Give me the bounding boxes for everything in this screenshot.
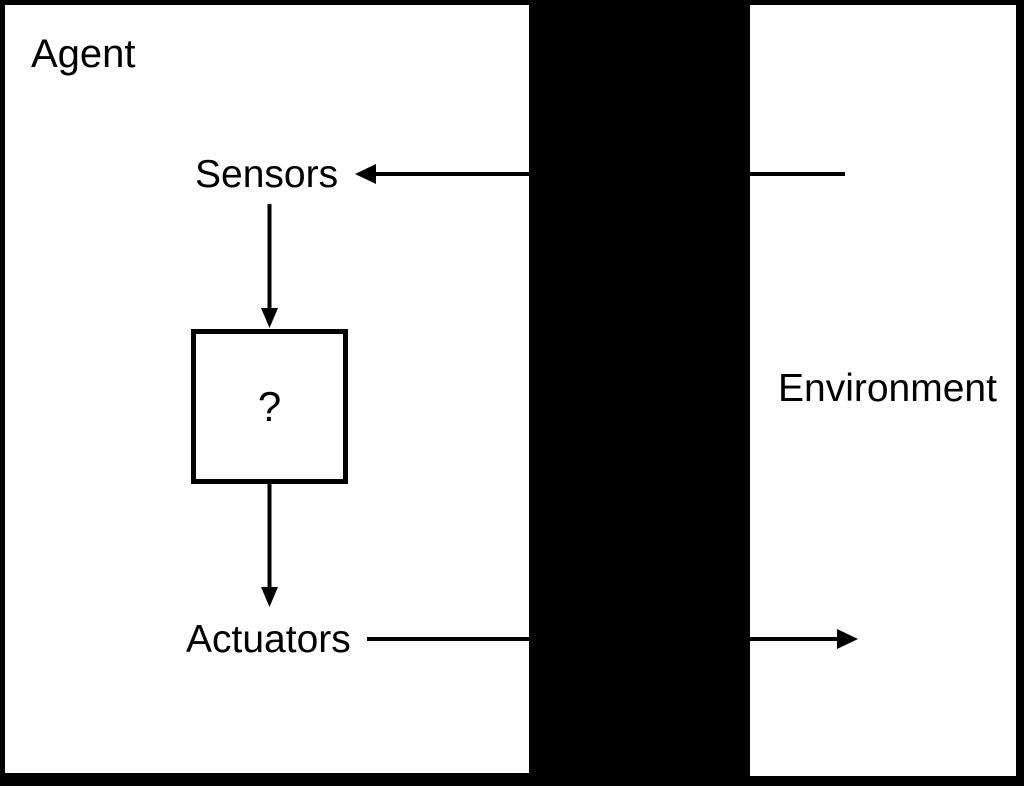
actions-arrowhead bbox=[837, 629, 858, 649]
environment-box bbox=[750, 5, 1016, 776]
actuators-label: Actuators bbox=[186, 618, 351, 661]
program-box: ? bbox=[191, 329, 348, 484]
environment-label: Environment bbox=[778, 367, 997, 410]
percepts-arrowhead bbox=[355, 164, 376, 184]
agent-label: Agent bbox=[31, 32, 136, 76]
program-question-mark-label: ? bbox=[257, 382, 282, 430]
sensors-label: Sensors bbox=[195, 153, 339, 196]
program-to-actuators-arrowhead bbox=[261, 587, 278, 607]
sensors-to-program-arrowhead bbox=[261, 308, 278, 328]
